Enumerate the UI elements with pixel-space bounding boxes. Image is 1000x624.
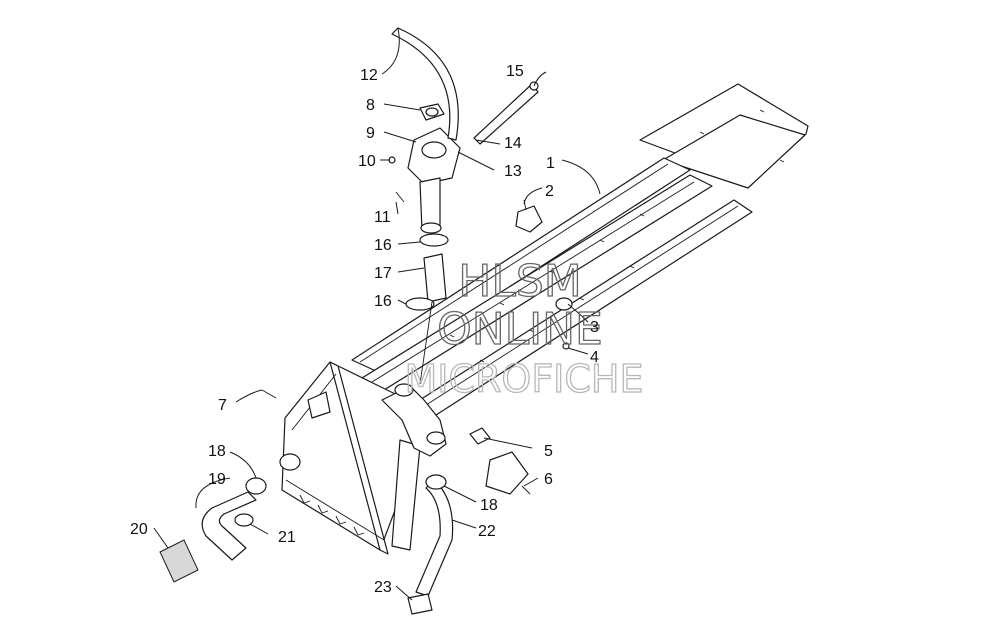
hose-17	[423, 253, 447, 303]
callout-21: 21	[278, 529, 296, 546]
callout-18-right: 18	[480, 497, 498, 514]
callout-11: 11	[374, 209, 391, 226]
clamp-16-lower	[405, 297, 435, 311]
leader-lines	[153, 27, 601, 601]
hose-22	[415, 479, 454, 597]
callout-9: 9	[366, 125, 375, 142]
callout-3: 3	[590, 319, 599, 336]
callout-16-upper: 16	[374, 237, 392, 254]
callout-4: 4	[590, 349, 599, 366]
fitting-23	[407, 593, 433, 615]
callout-2: 2	[545, 183, 554, 200]
callout-8: 8	[366, 97, 375, 114]
callout-7: 7	[218, 397, 227, 414]
callout-18-left: 18	[208, 443, 226, 460]
outlet-housing	[381, 383, 529, 495]
callouts: 1 2 3 4 5 6 7 8 9 10 11 12 13 14 15 16 1…	[130, 63, 599, 596]
callout-22: 22	[478, 523, 496, 540]
callout-15: 15	[506, 63, 524, 80]
screw-4	[562, 342, 570, 350]
callout-16-lower: 16	[374, 293, 392, 310]
callout-6: 6	[544, 471, 553, 488]
clamp-18-left	[245, 477, 267, 495]
watermark: HLSM ONLINE MICROFICHE	[404, 255, 644, 401]
callout-23: 23	[374, 579, 392, 596]
hose-19	[201, 491, 257, 561]
watermark-line3: MICROFICHE	[404, 357, 643, 401]
clamp-16-upper	[419, 233, 449, 247]
tunnel-cooler	[351, 83, 809, 425]
plug-3	[555, 297, 573, 311]
coupler-20	[159, 539, 199, 583]
hose-12	[391, 27, 459, 141]
callout-10: 10	[358, 153, 376, 170]
callout-5: 5	[544, 443, 553, 460]
filler-neck	[388, 103, 461, 234]
clamp-21	[234, 513, 254, 527]
callout-13: 13	[504, 163, 522, 180]
callout-12: 12	[360, 67, 378, 84]
watermark-line1: HLSM	[458, 256, 582, 307]
screw-7	[261, 389, 277, 399]
callout-1: 1	[546, 155, 555, 172]
clamp-18-right	[425, 474, 447, 490]
watermark-line2: ONLINE	[437, 304, 603, 355]
callout-19: 19	[208, 471, 226, 488]
cap-2	[515, 205, 543, 233]
callout-14: 14	[504, 135, 522, 152]
callout-20: 20	[130, 521, 148, 538]
callout-17: 17	[374, 265, 392, 282]
